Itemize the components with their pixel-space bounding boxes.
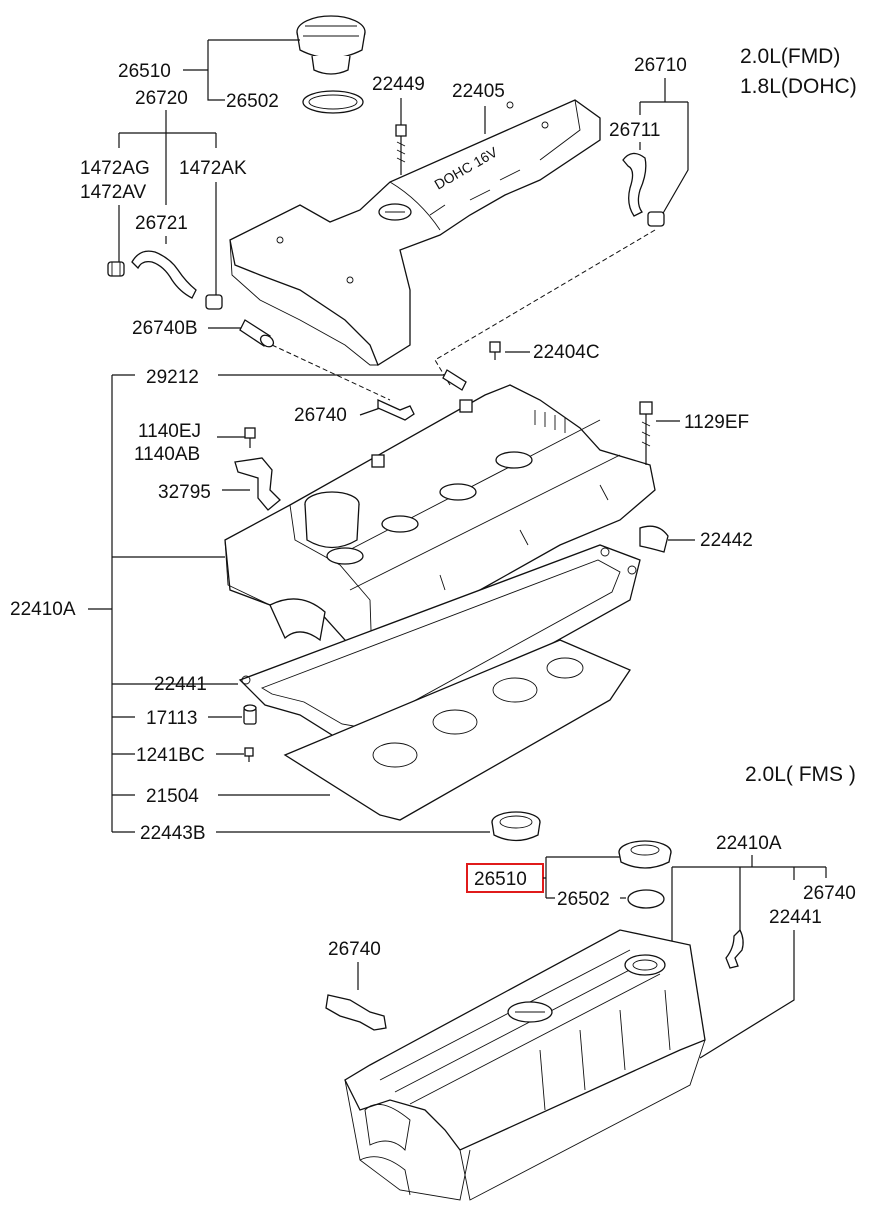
label-26740-right[interactable]: 26740 (803, 883, 856, 904)
variant-dohc-heading: 1.8L(DOHC) (740, 75, 857, 98)
label-26721[interactable]: 26721 (135, 213, 188, 234)
label-22443B[interactable]: 22443B (140, 823, 206, 844)
pcv-hose-bottom (725, 928, 744, 969)
label-26740-bottom[interactable]: 26740 (328, 939, 381, 960)
hose-clamp-right (205, 294, 223, 310)
label-26711[interactable]: 26711 (609, 120, 660, 141)
head-gasket-21504 (283, 639, 631, 821)
cylinder-head-cover-22410A (224, 384, 656, 661)
bolt-22449 (395, 124, 407, 175)
label-21504[interactable]: 21504 (146, 786, 199, 807)
bolt-22404C (489, 341, 501, 360)
label-22405[interactable]: 22405 (452, 81, 505, 102)
variant-fms-heading: 2.0L( FMS ) (745, 763, 856, 786)
pcv-hose-26721 (131, 250, 197, 299)
label-26740-top[interactable]: 26740 (294, 405, 347, 426)
bracket-32795 (234, 457, 281, 511)
label-1241BC[interactable]: 1241BC (136, 745, 205, 766)
label-1129EF[interactable]: 1129EF (684, 412, 749, 433)
seal-22442 (639, 525, 669, 553)
label-26510-bottom[interactable]: 26510 (474, 869, 527, 890)
label-29212[interactable]: 29212 (146, 367, 199, 388)
pcv-valve-26740-top (377, 398, 415, 421)
label-26510-top[interactable]: 26510 (118, 61, 171, 82)
label-17113[interactable]: 17113 (146, 708, 197, 729)
label-26502-top[interactable]: 26502 (226, 91, 279, 112)
variant-fmd-heading: 2.0L(FMD) (740, 45, 840, 68)
filler-cap-gasket-top (302, 90, 364, 114)
oil-filler-cap-bottom (618, 840, 672, 869)
label-22410A-left[interactable]: 22410A (10, 599, 76, 620)
label-1472AV[interactable]: 1472AV (80, 182, 147, 203)
label-32795[interactable]: 32795 (158, 482, 211, 503)
grommet-26740B (239, 319, 275, 348)
connector-29212 (442, 369, 467, 391)
bolt-1241BC (244, 747, 254, 762)
label-22449[interactable]: 22449 (372, 74, 425, 95)
label-1140EJ[interactable]: 1140EJ (138, 421, 201, 442)
label-22404C[interactable]: 22404C (533, 342, 600, 363)
oil-filler-cap-top (296, 15, 366, 75)
pcv-hose-26711 (622, 152, 647, 217)
label-22442[interactable]: 22442 (700, 530, 753, 551)
label-1472AG[interactable]: 1472AG (80, 158, 150, 179)
label-1140AB[interactable]: 1140AB (134, 444, 200, 465)
bolt-1140EJ (244, 427, 256, 448)
cylinder-head-cover-fms (344, 929, 706, 1201)
label-26710[interactable]: 26710 (634, 55, 687, 76)
bolt-1129EF (639, 401, 653, 465)
label-26502-bottom[interactable]: 26502 (557, 889, 610, 910)
hose-clamp-left (107, 261, 125, 277)
engine-cover-22405: DOHC 16V (229, 99, 601, 366)
pcv-valve-26740-bottom (325, 994, 387, 1031)
label-26720[interactable]: 26720 (135, 88, 188, 109)
filler-cap-gasket-bottom (627, 889, 665, 909)
label-22410A-bottom[interactable]: 22410A (716, 833, 782, 854)
seal-ring-22443B (491, 811, 541, 842)
label-26740B[interactable]: 26740B (132, 318, 198, 339)
spark-plug-seal-17113 (243, 704, 257, 725)
label-1472AK[interactable]: 1472AK (179, 158, 247, 179)
label-22441-bottom[interactable]: 22441 (769, 907, 822, 928)
hose-clamp-26710 (647, 211, 665, 227)
